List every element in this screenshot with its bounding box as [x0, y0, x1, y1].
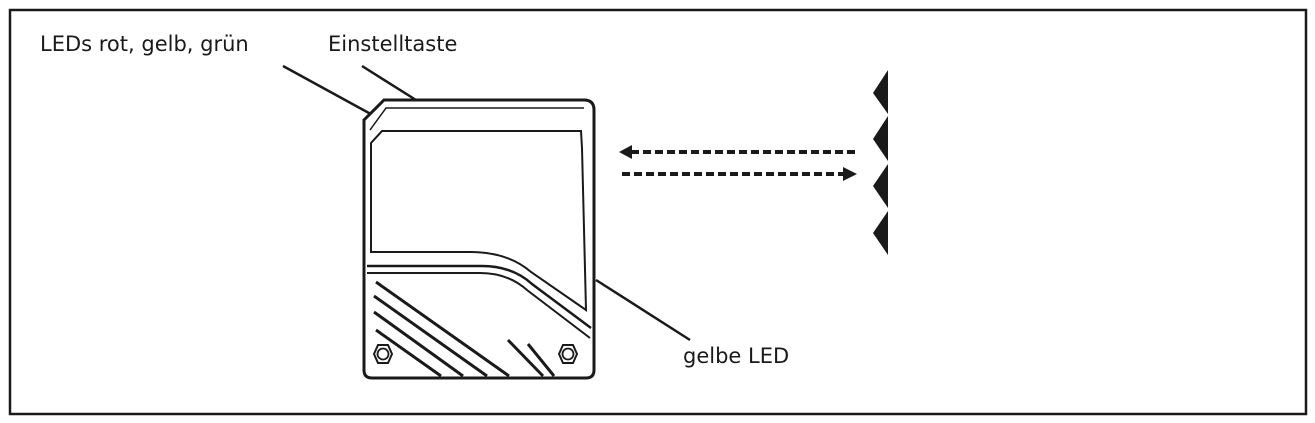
mounting-screw-left-icon: [372, 344, 394, 364]
diagram-frame: [8, 8, 1308, 416]
reflector-prism: [873, 164, 888, 208]
sensor-rib: [373, 310, 464, 378]
arrow-right-icon: [622, 167, 857, 181]
sensor-front-window: [370, 130, 588, 312]
leader-line-yellow-led: [595, 278, 691, 342]
sensor-rib: [506, 338, 545, 378]
sensor-housing-band-inner: [367, 272, 591, 339]
leader-line-setting-button: [361, 64, 417, 102]
reflector-prism: [873, 211, 888, 255]
sensor-top-bevel: [369, 107, 584, 131]
label-yellow-led: gelbe LED: [683, 344, 790, 368]
sensor-housing-band-outer: [367, 264, 592, 330]
leader-line-leds: [282, 64, 379, 120]
reflector-prism: [873, 70, 888, 114]
reflected-beam-arrowhead: [619, 145, 632, 159]
sensor-housing: [362, 98, 596, 380]
reflector-prism: [873, 116, 888, 161]
sensor-rib: [375, 280, 510, 378]
photoelectric-sensor-icon: [362, 98, 596, 380]
arrow-left-icon: [619, 145, 855, 159]
sensor-rib: [526, 343, 556, 377]
label-setting-button: Einstelltaste: [328, 32, 458, 56]
mounting-screw-right-icon: [557, 344, 579, 364]
label-leds: LEDs rot, gelb, grün: [40, 32, 249, 56]
emitted-beam-arrowhead: [843, 167, 857, 181]
sensor-rib: [375, 328, 442, 378]
sensor-rib: [373, 294, 488, 378]
reflector-icon: [873, 70, 888, 255]
